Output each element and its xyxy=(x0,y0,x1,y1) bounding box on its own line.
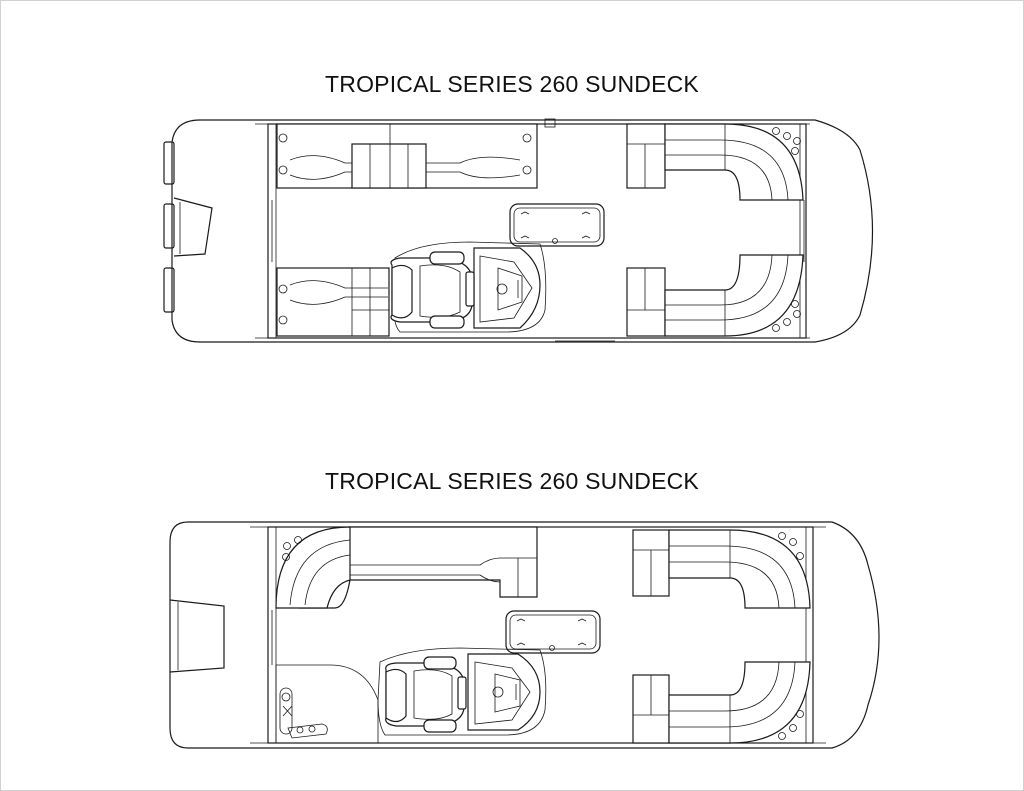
bow-lounge-port xyxy=(276,123,538,189)
stern-lounge-port xyxy=(626,123,804,201)
table xyxy=(509,203,605,247)
captain-chair xyxy=(390,251,475,329)
captain-chair xyxy=(385,656,467,733)
stern-lounge-starboard xyxy=(626,254,804,337)
floorplan-top xyxy=(163,118,874,343)
floorplan-bottom xyxy=(169,521,880,749)
table xyxy=(505,610,601,654)
stern-lounge-port xyxy=(632,529,811,609)
bow-gate-steps xyxy=(163,141,213,313)
bow-gate xyxy=(169,599,225,673)
helm-console xyxy=(377,647,547,736)
bow-lounge-starboard xyxy=(276,267,390,337)
bow-lounge-port xyxy=(275,526,538,609)
stern-lounge-starboard xyxy=(632,661,811,744)
helm-console xyxy=(392,241,547,333)
diagram-title-bottom: TROPICAL SERIES 260 SUNDECK xyxy=(325,468,699,494)
storage-console-bow xyxy=(275,664,379,744)
diagram-title-top: TROPICAL SERIES 260 SUNDECK xyxy=(325,71,699,97)
